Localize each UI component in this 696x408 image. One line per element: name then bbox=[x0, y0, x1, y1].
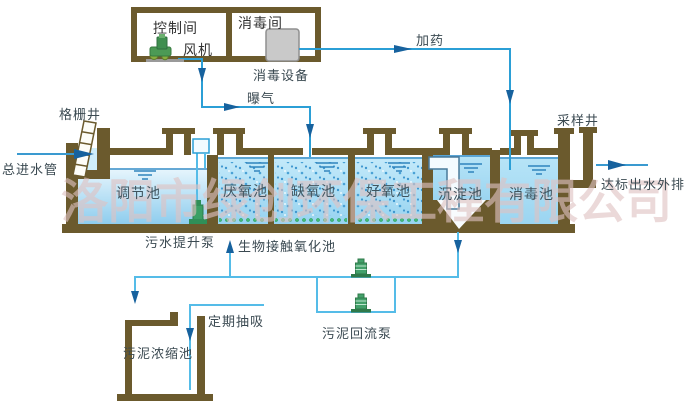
divider-regulation-anaerobic bbox=[207, 155, 218, 224]
dosing-arrow-icon bbox=[394, 45, 412, 53]
grid-chamber-floor bbox=[78, 170, 110, 179]
dosing-arrow-icon bbox=[506, 90, 514, 104]
center-feed-pipe bbox=[428, 156, 460, 210]
diffuser-row-icon bbox=[356, 215, 424, 224]
sampling-well-floor bbox=[570, 180, 596, 188]
label-sampling-well: 采样井 bbox=[557, 114, 600, 129]
room-divider-wall bbox=[226, 7, 232, 62]
divider-anoxic-aerobic bbox=[348, 155, 355, 224]
label-control-room: 控制间 bbox=[153, 21, 198, 37]
sampling-well-wall bbox=[583, 132, 593, 183]
wall-aerobic-sedimentation bbox=[422, 148, 433, 224]
overwall-pipe bbox=[192, 138, 210, 154]
tank-walls bbox=[62, 127, 597, 233]
label-bio-contact-tank: 生物接触氧化池 bbox=[238, 240, 337, 255]
outlet-arrow-icon bbox=[608, 160, 626, 170]
divider-anaerobic-anoxic bbox=[268, 155, 274, 224]
flow-lines bbox=[17, 45, 648, 390]
access-port-cap bbox=[510, 130, 538, 136]
label-lift-pump: 污水提升泵 bbox=[145, 236, 216, 251]
label-inlet: 总进水管 bbox=[2, 163, 59, 178]
sludge-thickener-structure bbox=[117, 312, 213, 401]
wall-sedimentation-disinfection bbox=[490, 150, 500, 224]
label-dosing: 加药 bbox=[416, 34, 445, 49]
diffuser-row-icon bbox=[275, 215, 347, 224]
anoxic-speckles bbox=[275, 162, 347, 216]
building bbox=[131, 7, 321, 62]
label-sludge-return-pump: 污泥回流泵 bbox=[322, 327, 393, 342]
aeration-arrow-icon bbox=[224, 103, 240, 111]
access-port-cap bbox=[363, 128, 396, 134]
sludge-return-pump-standby-icon bbox=[350, 293, 372, 313]
label-anoxic-tank: 缺氧池 bbox=[291, 184, 336, 200]
dosing-line bbox=[299, 48, 511, 170]
access-port-cap bbox=[213, 128, 245, 134]
label-aerobic-tank: 好氧池 bbox=[366, 184, 411, 200]
sludge-return-pump-icon bbox=[350, 258, 372, 278]
label-disinfection-room: 消毒间 bbox=[238, 16, 283, 32]
sludge-arrow-icon bbox=[131, 291, 139, 304]
label-disinfection-tank: 消毒池 bbox=[509, 187, 554, 203]
aeration-arrow-icon bbox=[306, 124, 314, 138]
disinfection-equipment-box bbox=[265, 28, 300, 62]
sludge-arrow-icon bbox=[454, 240, 462, 253]
label-outlet: 达标出水外排 bbox=[601, 178, 686, 193]
lift-pump-icon bbox=[189, 200, 207, 224]
suction-line bbox=[189, 304, 264, 390]
sludge-line bbox=[134, 232, 459, 296]
label-aeration: 曝气 bbox=[247, 92, 276, 107]
label-disinfection-equipment: 消毒设备 bbox=[253, 69, 310, 84]
right-outer-wall bbox=[558, 133, 570, 231]
label-sludge-thickener: 污泥浓缩池 bbox=[123, 347, 194, 362]
aeration-line bbox=[178, 58, 311, 157]
aeration-arrow-icon bbox=[198, 68, 206, 82]
label-anaerobic-tank: 厌氧池 bbox=[223, 184, 268, 200]
access-port-cap bbox=[162, 128, 195, 134]
suction-arrow-icon bbox=[186, 328, 194, 341]
sludge-return-arrow-icon bbox=[226, 240, 234, 253]
diffuser-row-icon bbox=[219, 215, 267, 224]
label-grid-well: 格栅井 bbox=[59, 108, 102, 123]
inlet-arrow-icon bbox=[74, 149, 94, 159]
label-regulation-tank: 调节池 bbox=[116, 186, 161, 202]
blower-icon bbox=[146, 34, 184, 62]
label-fan: 风机 bbox=[183, 43, 213, 59]
tank-floor-slab bbox=[62, 224, 575, 233]
label-periodic-suction: 定期抽吸 bbox=[208, 315, 265, 330]
tank-water bbox=[78, 148, 558, 224]
aerobic-speckles bbox=[356, 162, 424, 216]
access-port-cap bbox=[439, 128, 472, 134]
grid-chamber-wall bbox=[97, 128, 110, 178]
label-sedimentation-tank: 沉淀池 bbox=[438, 187, 483, 203]
